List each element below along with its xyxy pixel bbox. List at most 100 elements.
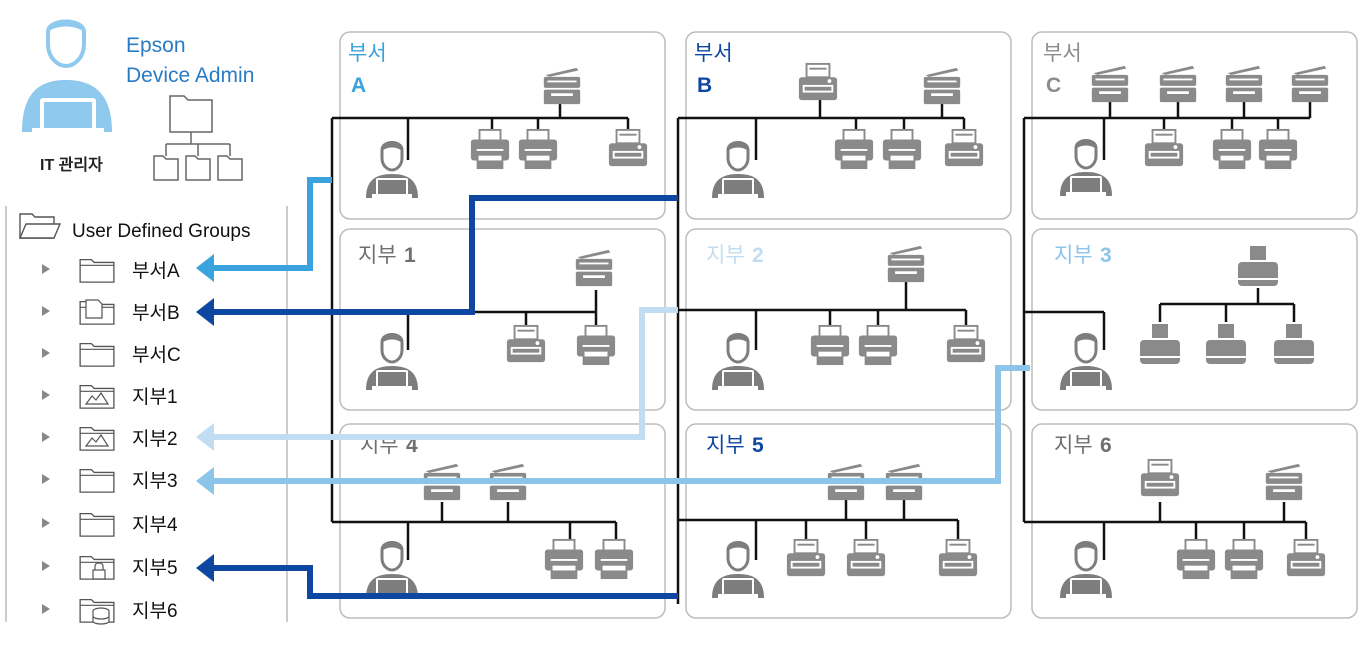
- printer-icon: [543, 538, 585, 580]
- lock-icon: [92, 569, 106, 580]
- group-title-line1: 부서: [694, 42, 733, 65]
- tree-item-branch-1[interactable]: 지부1: [42, 384, 178, 409]
- mfp-icon: [923, 67, 961, 105]
- tree-item-label: 지부5: [132, 557, 178, 579]
- printer-icon: [881, 128, 923, 170]
- arrow-head-icon: [196, 554, 214, 582]
- tree-item-label: 지부2: [132, 428, 178, 450]
- panel-branch-1: [339, 228, 666, 411]
- group-title-line1: 지부: [1054, 434, 1093, 457]
- group-mapping-arrows: [214, 177, 1030, 599]
- inkjet-printer-icon: [937, 538, 979, 578]
- app-name-line1: Epson: [126, 34, 186, 57]
- inkjet-printer-icon: [943, 128, 985, 168]
- expand-arrow-icon[interactable]: [42, 348, 50, 358]
- printer-icon: [1211, 128, 1253, 170]
- folder-image-icon: [79, 384, 115, 409]
- folder-icon: [79, 512, 115, 537]
- panel-dept-a: [339, 31, 666, 220]
- network-lines: [330, 100, 1312, 604]
- tree-item-label: 부서B: [132, 302, 180, 324]
- group-title-line1: 지부: [358, 244, 397, 267]
- tree-item-label: 지부6: [132, 600, 178, 622]
- tree-item-branch-4[interactable]: 지부4: [42, 512, 178, 537]
- mfp-icon: [1265, 463, 1303, 501]
- large-printer-icon: [1206, 324, 1246, 364]
- group-title-line2: 1: [404, 244, 416, 267]
- arrow-branch-3: [214, 365, 1030, 484]
- tree-item-dept-c[interactable]: 부서C: [42, 342, 181, 367]
- large-printer-icon: [1274, 324, 1314, 364]
- tree-item-label: 부서A: [132, 260, 180, 282]
- mfp-icon: [1091, 65, 1129, 103]
- inkjet-printer-icon: [1139, 458, 1181, 498]
- group-title-line2: A: [351, 74, 366, 97]
- open-folder-icon: [18, 213, 62, 239]
- tree-item-branch-2[interactable]: 지부2: [42, 426, 178, 451]
- tree-item-label: 지부4: [132, 514, 178, 536]
- group-title-line2: 5: [752, 434, 764, 457]
- tree-item-dept-a[interactable]: 부서A: [42, 258, 180, 283]
- expand-arrow-icon[interactable]: [42, 306, 50, 316]
- group-title-line1: 지부: [706, 434, 745, 457]
- app-name-line2: Device Admin: [126, 64, 254, 87]
- inkjet-printer-icon: [797, 62, 839, 102]
- tree-item-label: 지부3: [132, 470, 178, 492]
- document-icon: [85, 299, 103, 319]
- arrow-heads: [196, 254, 214, 582]
- inkjet-printer-icon: [1143, 128, 1185, 168]
- large-printer-icon: [1238, 246, 1278, 286]
- user-icon: [364, 140, 420, 198]
- mfp-icon: [1159, 65, 1197, 103]
- tree-root[interactable]: User Defined Groups: [18, 213, 250, 242]
- admin-user-laptop-icon: [22, 19, 112, 134]
- expand-arrow-icon[interactable]: [42, 561, 50, 571]
- arrow-dept-b: [214, 195, 678, 315]
- image-icon: [84, 391, 110, 405]
- folder-image-icon: [79, 426, 115, 451]
- group-title-line2: 2: [752, 244, 764, 267]
- printer-icon: [833, 128, 875, 170]
- group-title-line2: C: [1046, 74, 1061, 97]
- user-icon: [364, 540, 420, 598]
- group-title-line1: 지부: [1054, 244, 1093, 267]
- expand-arrow-icon[interactable]: [42, 432, 50, 442]
- tree-item-branch-3[interactable]: 지부3: [42, 468, 178, 493]
- expand-arrow-icon[interactable]: [42, 604, 50, 614]
- panel-dept-c: [1031, 31, 1358, 220]
- printer-icon: [1223, 538, 1265, 580]
- tree-item-dept-b[interactable]: 부서B: [42, 299, 180, 325]
- group-title-line2: 3: [1100, 244, 1112, 267]
- expand-arrow-icon[interactable]: [42, 518, 50, 528]
- expand-arrow-icon[interactable]: [42, 264, 50, 274]
- folder-icon: [79, 258, 115, 283]
- printer-icon: [857, 324, 899, 366]
- inkjet-printer-icon: [607, 128, 649, 168]
- group-title-line1: 지부: [706, 244, 745, 267]
- printer-icon: [1175, 538, 1217, 580]
- large-printer-icon: [1140, 324, 1180, 364]
- printer-icon: [469, 128, 511, 170]
- inkjet-printer-icon: [785, 538, 827, 578]
- image-icon: [84, 433, 110, 447]
- tree-item-branch-6[interactable]: 지부6: [42, 598, 178, 625]
- arrow-head-icon: [196, 254, 214, 282]
- database-icon: [92, 607, 110, 625]
- tree-item-label: 지부1: [132, 386, 178, 408]
- printer-icon: [809, 324, 851, 366]
- arrow-branch-5: [214, 565, 678, 599]
- group-title-line1: 부서: [1043, 42, 1082, 65]
- printer-icon: [517, 128, 559, 170]
- inkjet-printer-icon: [1285, 538, 1327, 578]
- mfp-icon: [575, 249, 613, 287]
- arrow-branch-2: [214, 307, 678, 440]
- expand-arrow-icon[interactable]: [42, 474, 50, 484]
- printer-icon: [575, 324, 617, 366]
- folder-icon: [79, 468, 115, 493]
- tree-item-branch-5[interactable]: 지부5: [42, 555, 178, 580]
- expand-arrow-icon[interactable]: [42, 390, 50, 400]
- tree-item-label: 부서C: [132, 344, 181, 366]
- arrow-head-icon: [196, 467, 214, 495]
- group-title-line2: B: [697, 74, 712, 97]
- mfp-icon: [887, 245, 925, 283]
